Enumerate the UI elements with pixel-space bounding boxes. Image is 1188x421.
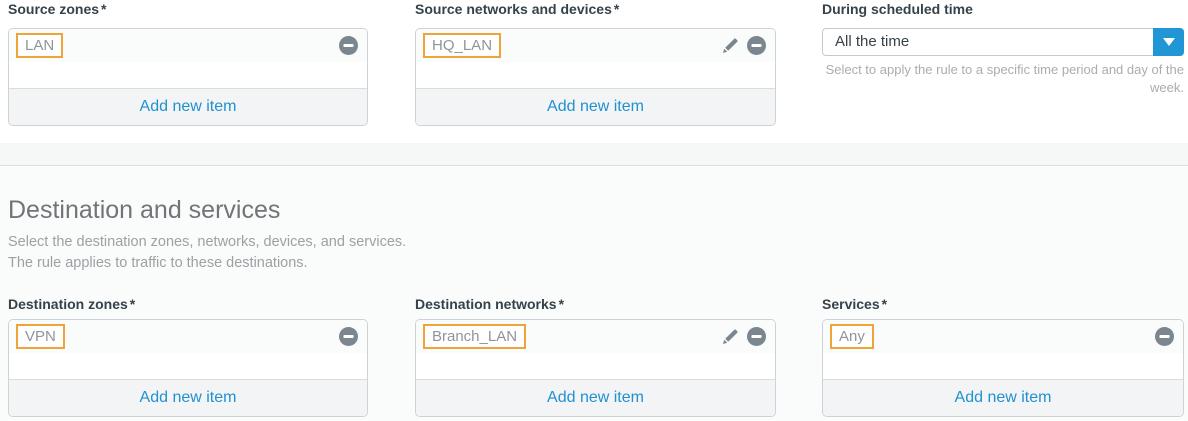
services-label-text: Services — [822, 296, 880, 312]
section-subtitle: Select the destination zones, networks, … — [8, 232, 908, 274]
chevron-down-icon[interactable] — [1153, 28, 1184, 56]
service-chip: Any — [830, 324, 874, 349]
source-zones-label: Source zones* — [8, 1, 368, 17]
required-asterisk: * — [881, 296, 888, 312]
section-subtitle-line1: Select the destination zones, networks, … — [8, 234, 407, 250]
scheduled-time-select[interactable]: All the time — [822, 28, 1184, 56]
source-networks-item-row: HQ_LAN — [416, 29, 775, 62]
source-zones-item-row: LAN — [9, 29, 367, 62]
listbox-empty-area — [416, 62, 775, 88]
field-destination-networks: Destination networks* Branch_LAN Add new… — [415, 296, 776, 417]
pencil-icon[interactable] — [720, 36, 740, 56]
add-new-item-button[interactable]: Add new item — [823, 379, 1183, 416]
listbox-empty-area — [823, 353, 1183, 379]
destination-zones-label-text: Destination zones — [8, 296, 128, 312]
scheduled-time-value: All the time — [835, 33, 910, 50]
minus-circle-icon[interactable] — [747, 327, 766, 346]
minus-circle-icon[interactable] — [1155, 327, 1174, 346]
source-zones-label-text: Source zones — [8, 1, 100, 17]
destination-networks-listbox: Branch_LAN Add new item — [415, 319, 776, 417]
add-new-item-button[interactable]: Add new item — [9, 88, 367, 125]
add-new-item-button[interactable]: Add new item — [9, 379, 367, 416]
minus-circle-icon[interactable] — [747, 36, 766, 55]
destination-network-chip: Branch_LAN — [423, 324, 527, 349]
minus-circle-icon[interactable] — [339, 36, 358, 55]
required-asterisk: * — [101, 1, 107, 17]
destination-networks-label: Destination networks* — [415, 296, 776, 312]
scheduled-time-help-text: Select to apply the rule to a specific t… — [825, 62, 1184, 96]
destination-zones-label: Destination zones* — [8, 296, 368, 312]
source-networks-label: Source networks and devices* — [415, 1, 776, 17]
add-new-item-button[interactable]: Add new item — [416, 379, 775, 416]
field-scheduled-time: During scheduled time All the time Selec… — [822, 1, 1184, 98]
services-item-row: Any — [823, 320, 1183, 353]
listbox-empty-area — [9, 353, 367, 379]
destination-zones-item-row: VPN — [9, 320, 367, 353]
listbox-empty-area — [416, 353, 775, 379]
section-divider-band — [0, 143, 1188, 166]
field-source-zones: Source zones* LAN Add new item — [8, 1, 368, 126]
field-source-networks: Source networks and devices* HQ_LAN Add … — [415, 1, 776, 126]
required-asterisk: * — [129, 296, 136, 312]
destination-networks-item-row: Branch_LAN — [416, 320, 775, 353]
destination-section-header: Destination and services Select the dest… — [8, 195, 908, 274]
destination-zone-chip: VPN — [16, 324, 65, 349]
section-title: Destination and services — [8, 196, 281, 224]
section-subtitle-line2: The rule applies to traffic to these des… — [8, 255, 308, 271]
pencil-icon[interactable] — [720, 327, 740, 347]
destination-networks-label-text: Destination networks — [415, 296, 557, 312]
services-listbox: Any Add new item — [822, 319, 1184, 417]
services-label: Services* — [822, 296, 1184, 312]
source-networks-listbox: HQ_LAN Add new item — [415, 28, 776, 126]
required-asterisk: * — [613, 1, 620, 17]
add-new-item-button[interactable]: Add new item — [416, 88, 775, 125]
source-zone-chip: LAN — [16, 33, 64, 58]
scheduled-time-label: During scheduled time — [822, 1, 973, 17]
minus-circle-icon[interactable] — [339, 327, 358, 346]
required-asterisk: * — [558, 296, 565, 312]
field-destination-zones: Destination zones* VPN Add new item — [8, 296, 368, 417]
source-network-chip: HQ_LAN — [423, 33, 502, 58]
listbox-empty-area — [9, 62, 367, 88]
destination-zones-listbox: VPN Add new item — [8, 319, 368, 417]
source-zones-listbox: LAN Add new item — [8, 28, 368, 126]
field-services: Services* Any Add new item — [822, 296, 1184, 417]
source-networks-label-text: Source networks and devices — [415, 1, 612, 17]
